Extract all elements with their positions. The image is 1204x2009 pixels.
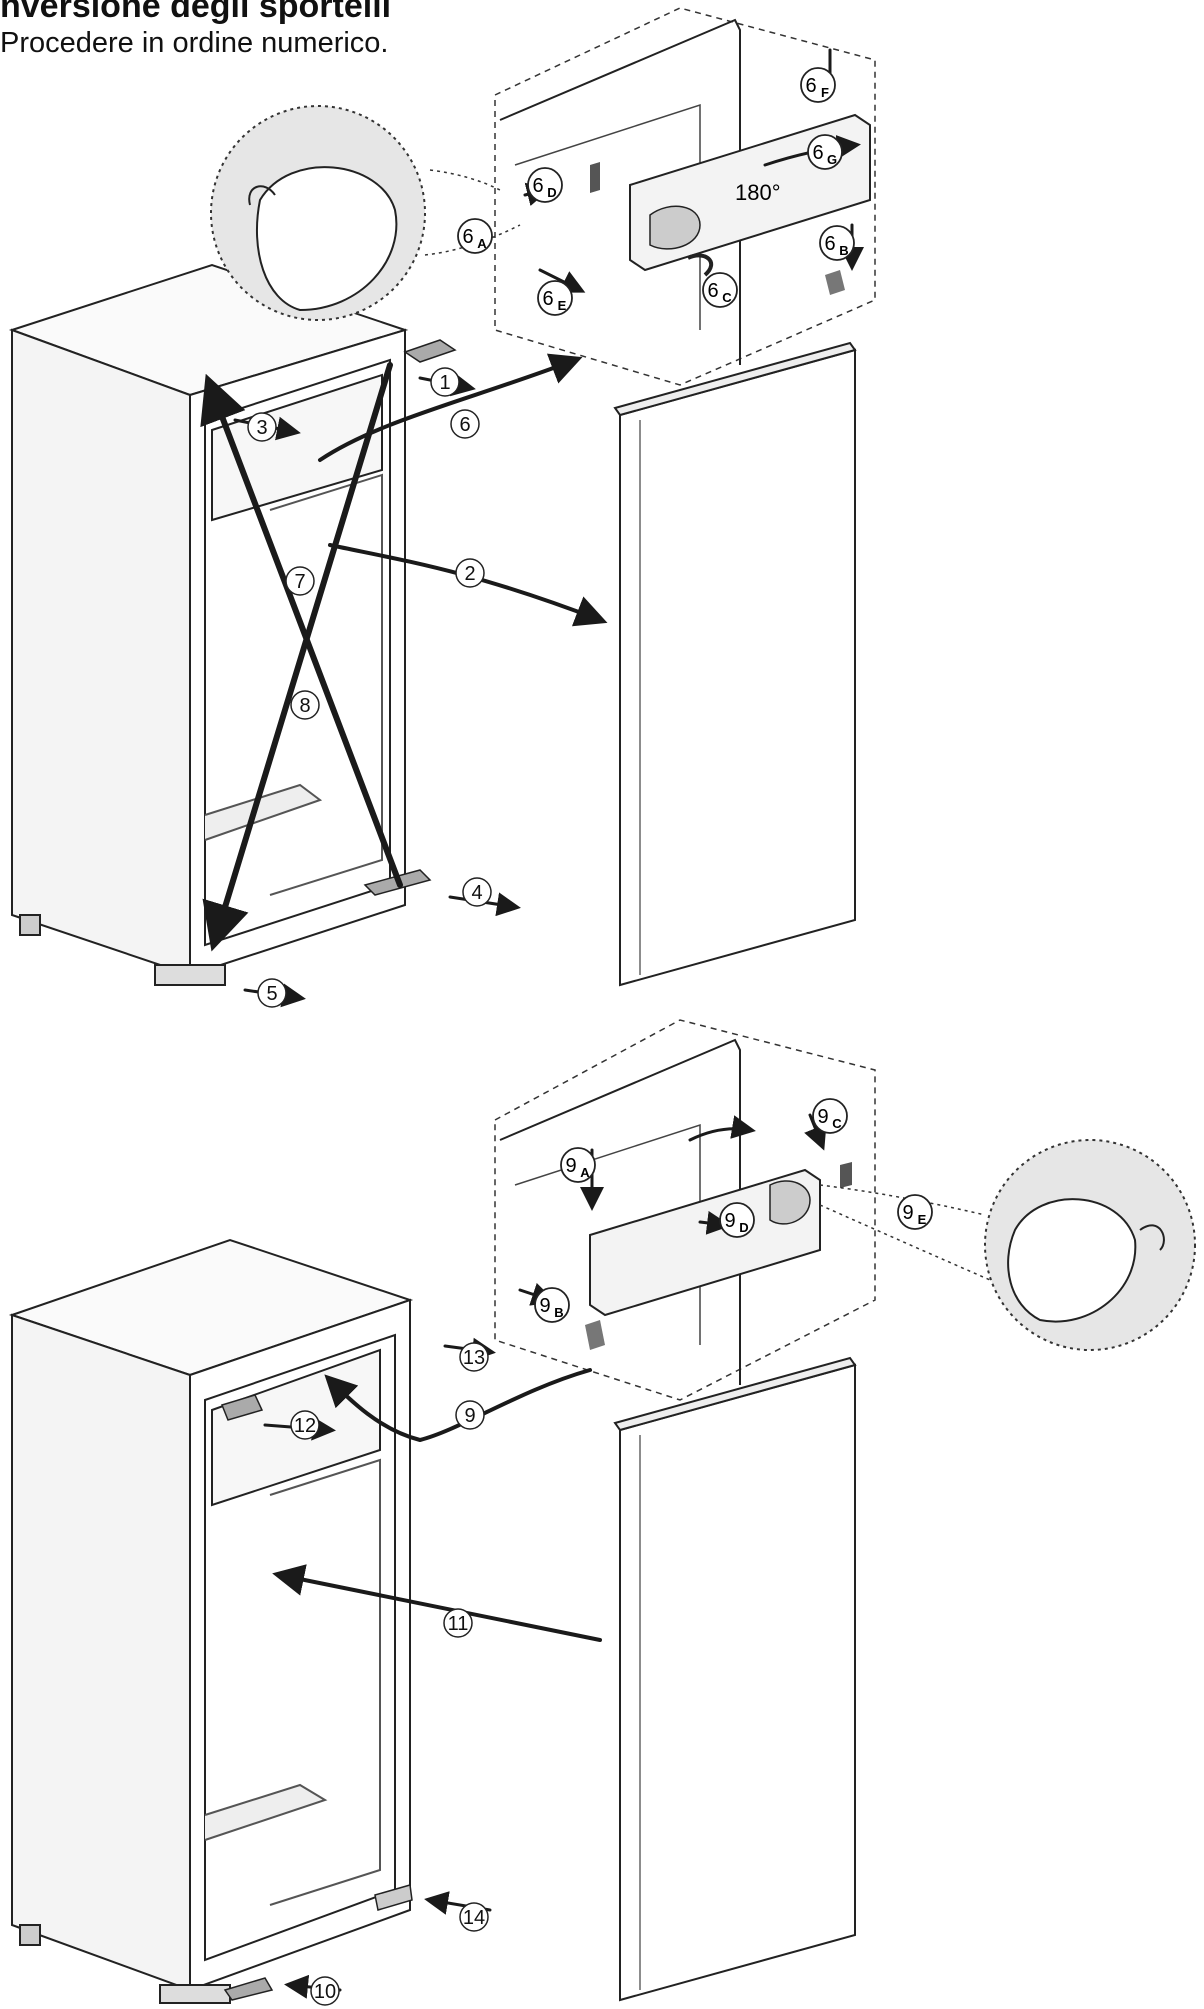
- svg-text:D: D: [547, 185, 556, 200]
- step-label-5: 5: [266, 983, 277, 1005]
- bottom-step-labels: [290, 1342, 489, 2006]
- svg-text:B: B: [554, 1305, 563, 1320]
- step-label-1: 1: [439, 372, 450, 394]
- substep-6b: 6 B: [819, 225, 855, 261]
- svg-text:6: 6: [707, 280, 718, 302]
- step-marker-2: [455, 558, 485, 588]
- substep-9e: 9 E: [897, 1194, 933, 1230]
- step-label-6: 6: [459, 414, 470, 436]
- substep-6d: 6 D: [527, 167, 563, 203]
- svg-text:C: C: [832, 1116, 842, 1131]
- top-arrows: [200, 48, 864, 1008]
- top-step-labels: [247, 367, 492, 1008]
- step-label-3: 3: [256, 417, 267, 439]
- step-label-2: 2: [464, 563, 475, 585]
- step-label-11: 11: [448, 1613, 469, 1635]
- step-marker-1: [430, 367, 460, 397]
- substep-6a: 6 A: [457, 218, 493, 254]
- svg-text:9: 9: [724, 1210, 735, 1232]
- fridge-top: [8, 263, 409, 986]
- step-marker-3: [247, 412, 277, 442]
- step-marker-14: [459, 1902, 489, 1932]
- svg-text:A: A: [580, 1165, 590, 1180]
- bottom-substep-labels: 9 A 9 B 9 C 9 D 9 E: [534, 1098, 933, 1323]
- svg-text:6: 6: [824, 233, 835, 255]
- svg-text:6: 6: [812, 142, 823, 164]
- step-label-12: 12: [294, 1415, 316, 1437]
- svg-text:9: 9: [565, 1155, 576, 1177]
- step-label-14: 14: [463, 1907, 485, 1929]
- svg-text:D: D: [739, 1220, 748, 1235]
- inset-top: [494, 7, 876, 386]
- bottom-hinge: [220, 1394, 413, 2001]
- step-label-13: 13: [463, 1347, 485, 1369]
- svg-text:E: E: [918, 1212, 927, 1227]
- svg-text:G: G: [827, 152, 837, 167]
- page-title: nversione degli sportelli: [0, 0, 392, 25]
- header: nversione degli sportelli Procedere in o…: [0, 0, 700, 60]
- substep-6g: 6 G: [807, 134, 843, 170]
- inset-bottom: [494, 1019, 876, 1401]
- substep-9b: 9 B: [534, 1287, 570, 1323]
- substep-6c: 6 C: [702, 272, 738, 308]
- svg-text:E: E: [558, 298, 567, 313]
- svg-text:6: 6: [462, 226, 473, 248]
- step-marker-12: [290, 1410, 320, 1440]
- step-marker-4: [462, 877, 492, 907]
- step-marker-11: [443, 1608, 473, 1638]
- svg-text:6: 6: [805, 75, 816, 97]
- substep-6e: 6 E: [537, 280, 573, 316]
- step-marker-9: [455, 1400, 485, 1430]
- step-marker-6: [450, 409, 480, 439]
- step-label-8: 8: [299, 695, 310, 717]
- page-subtitle: Procedere in ordine numerico.: [0, 27, 389, 59]
- svg-text:F: F: [821, 85, 829, 100]
- zoom-circle-bottom: [819, 1139, 1196, 1351]
- step-label-7: 7: [294, 571, 305, 593]
- step-marker-10: [310, 1976, 340, 2006]
- step-label-9: 9: [464, 1405, 475, 1427]
- svg-text:C: C: [722, 290, 732, 305]
- svg-text:9: 9: [902, 1202, 913, 1224]
- substep-9d: 9 D: [719, 1202, 755, 1238]
- fridge-door-bottom: [613, 1356, 857, 2002]
- step-label-4: 4: [471, 882, 482, 904]
- substep-9c: 9 C: [812, 1098, 848, 1134]
- step-label-10: 10: [314, 1981, 336, 2003]
- substep-6f: 6 F: [800, 67, 836, 103]
- step-marker-8: [290, 690, 320, 720]
- step-marker-13: [459, 1342, 489, 1372]
- svg-text:9: 9: [539, 1295, 550, 1317]
- svg-text:6: 6: [542, 288, 553, 310]
- fridge-bottom: [8, 1238, 414, 2004]
- svg-text:B: B: [839, 243, 848, 258]
- top-substep-labels: 6 A 6 D 6 E 6 C 6 F 6 G 6: [457, 67, 855, 316]
- step-marker-7: [285, 566, 315, 596]
- svg-text:6: 6: [532, 175, 543, 197]
- svg-text:9: 9: [817, 1106, 828, 1128]
- svg-text:A: A: [477, 236, 487, 251]
- step-marker-5: [257, 978, 287, 1008]
- fridge-door-top: [613, 341, 857, 987]
- zoom-circle-top: [210, 105, 521, 321]
- rotation-angle-label: 180°: [735, 180, 781, 205]
- substep-9a: 9 A: [560, 1147, 596, 1183]
